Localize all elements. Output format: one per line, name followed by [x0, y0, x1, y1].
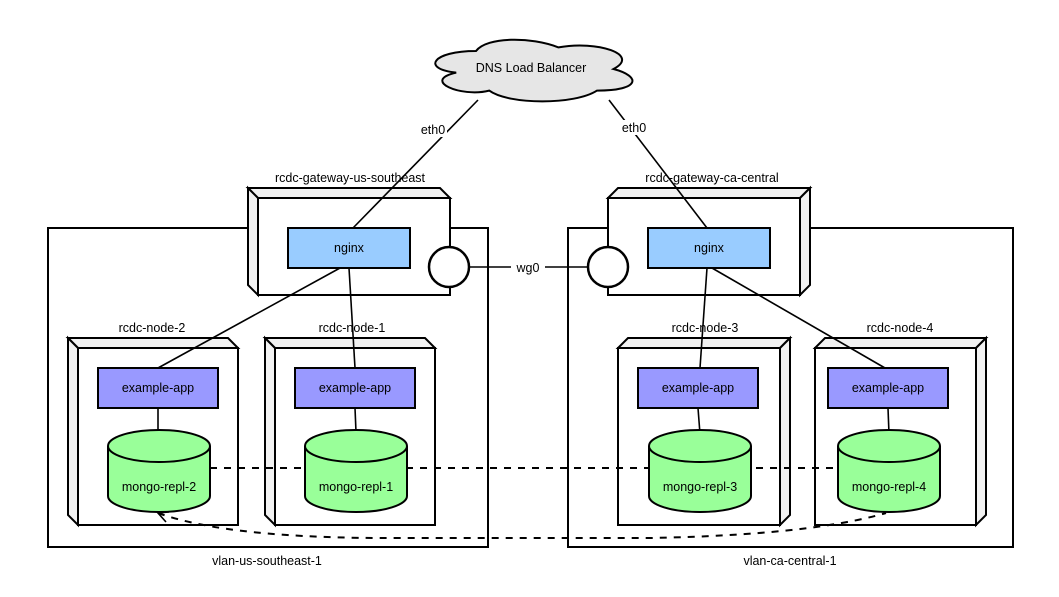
gateway-right-label: rcdc-gateway-ca-central [645, 171, 778, 185]
edge-mongo-replication-outer [157, 512, 887, 540]
nginx-box-left [287, 227, 411, 269]
node-1-top-face [262, 337, 438, 349]
app-box-node3 [637, 367, 759, 409]
db-mongo-repl-1 [304, 429, 408, 513]
app-label-node2: example-app [122, 381, 194, 395]
node-1-label: rcdc-node-1 [319, 321, 386, 335]
gateway-right-side-face [799, 185, 811, 298]
db-cylinder-node1 [304, 429, 408, 513]
node-2-side-face [67, 335, 79, 528]
db-label-node3: mongo-repl-3 [663, 480, 737, 494]
edge-nginx-left-to-app-node2 [157, 267, 341, 369]
gateway-right-top-face [605, 187, 813, 199]
db-cylinder-node1-rim [304, 445, 408, 463]
vlan-right-label: vlan-ca-central-1 [743, 554, 836, 568]
eth0-left-label-halo [420, 122, 447, 137]
node-1-side-face [264, 335, 276, 528]
db-label-node1: mongo-repl-1 [319, 480, 393, 494]
nginx-left-label: nginx [334, 241, 365, 255]
wg0-interface-circle-left [427, 245, 471, 289]
eth0-right-label-halo [621, 120, 648, 135]
node-4-side-face [975, 335, 987, 528]
wg0-label-halo [511, 259, 545, 275]
db-label-node4: mongo-repl-4 [852, 480, 926, 494]
db-mongo-repl-3 [648, 429, 752, 513]
eth0-left-label: eth0 [421, 123, 445, 137]
db-label-node2: mongo-repl-2 [122, 480, 196, 494]
db-cylinder-node2-rim [107, 445, 211, 463]
edge-cloud-to-gateway-left [352, 99, 479, 229]
cloud-label: DNS Load Balancer [476, 61, 586, 75]
nginx-box-right [647, 227, 771, 269]
db-cylinder-node3 [648, 429, 752, 513]
app-box-node4 [827, 367, 949, 409]
cloud-shape [434, 38, 634, 103]
gateway-left-top-face [245, 187, 453, 199]
gateway-left-label: rcdc-gateway-us-southeast [275, 171, 426, 185]
edge-nginx-right-to-app-node3 [699, 267, 708, 369]
app-label-node3: example-app [662, 381, 734, 395]
db-cylinder-node3-rim [648, 445, 752, 463]
nginx-right-label: nginx [694, 241, 725, 255]
node-4-label: rcdc-node-4 [867, 321, 934, 335]
vlan-left-label: vlan-us-southeast-1 [212, 554, 322, 568]
node-2-top-face [65, 337, 241, 349]
gateway-left-side-face [247, 185, 259, 298]
eth0-right-label: eth0 [622, 121, 646, 135]
node-2-label: rcdc-node-2 [119, 321, 186, 335]
db-cylinder-node2 [107, 429, 211, 513]
app-label-node4: example-app [852, 381, 924, 395]
node-3-side-face [779, 335, 791, 528]
node-3-top-face [615, 337, 793, 349]
app-box-node2 [97, 367, 219, 409]
node-3-label: rcdc-node-3 [672, 321, 739, 335]
app-box-node1 [294, 367, 416, 409]
app-label-node1: example-app [319, 381, 391, 395]
db-cylinder-node4 [837, 429, 941, 513]
edge-nginx-right-to-app-node4 [711, 267, 886, 369]
edge-app-to-db-node1 [354, 407, 357, 433]
edge-nginx-left-to-app-node1 [348, 267, 356, 369]
wg0-label: wg0 [516, 261, 540, 275]
wg0-interface-circle-right [586, 245, 630, 289]
db-cylinder-node4-rim [837, 445, 941, 463]
db-mongo-repl-2 [107, 429, 211, 513]
db-mongo-repl-4 [837, 429, 941, 513]
